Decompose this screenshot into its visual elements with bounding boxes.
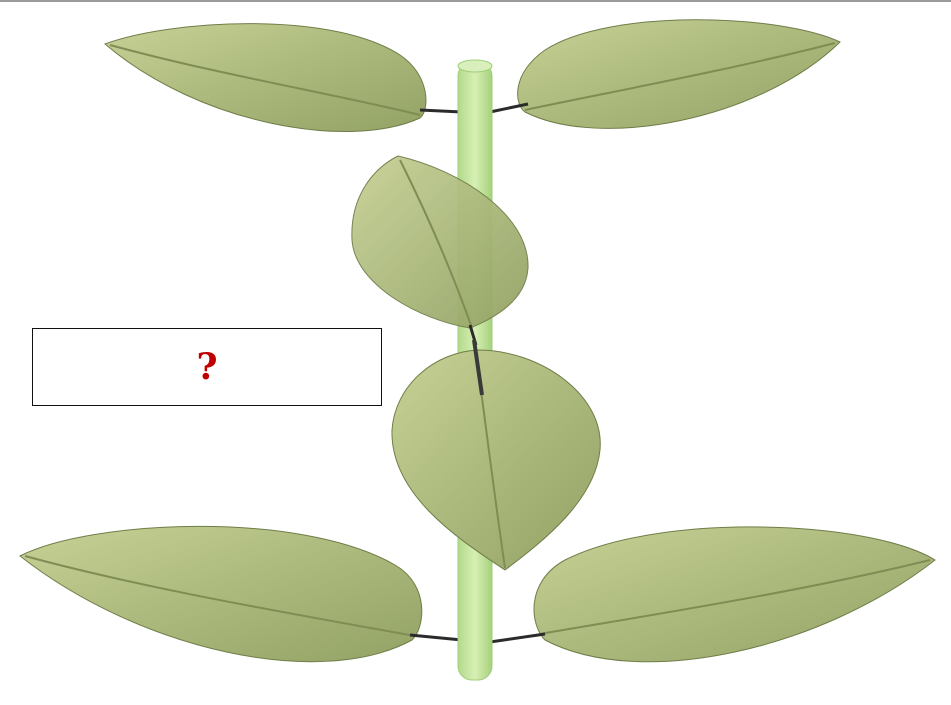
leaf-bottom-right [490, 527, 935, 662]
leaf-top-left [105, 24, 462, 132]
leaf-middle-lower [392, 340, 600, 570]
petiole-top-left [420, 110, 462, 112]
leaf-top-right [490, 20, 840, 129]
petiole-bottom-right [490, 634, 545, 642]
label-question-mark: ? [196, 346, 217, 388]
leaf-bottom-left [20, 526, 462, 661]
leaf-middle-upper [352, 156, 528, 345]
petiole-bottom-left [410, 635, 462, 640]
label-box: ? [32, 328, 382, 406]
